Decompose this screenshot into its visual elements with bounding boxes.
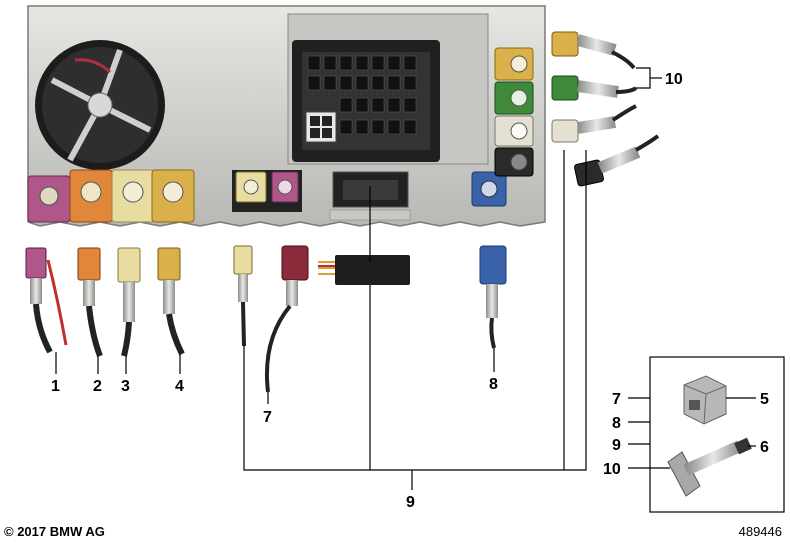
copyright-notice: © 2017 BMW AG xyxy=(4,524,105,539)
callout-8: 8 xyxy=(489,376,498,393)
callout-8-inset: 8 xyxy=(612,415,621,432)
callout-5: 5 xyxy=(760,391,769,408)
callout-10: 10 xyxy=(665,71,683,88)
illustration-number: 489446 xyxy=(738,524,782,539)
callout-3: 3 xyxy=(121,378,130,395)
callout-2: 2 xyxy=(93,378,102,395)
plug-2 xyxy=(77,247,103,358)
plug-10-white xyxy=(551,104,637,143)
plug-1 xyxy=(25,247,68,354)
plug-10-green xyxy=(551,75,638,101)
main-connector-block xyxy=(287,13,489,165)
leader-lines xyxy=(55,67,756,490)
head-unit xyxy=(27,5,546,227)
callout-9-inset: 9 xyxy=(612,437,621,454)
inset-box xyxy=(649,356,785,513)
callout-4: 4 xyxy=(175,378,184,395)
cooling-fan xyxy=(35,40,165,170)
plug-3 xyxy=(117,247,141,357)
part-5-cap xyxy=(683,375,727,425)
right-fakra-sockets xyxy=(494,47,534,177)
part-6-plug xyxy=(667,437,752,497)
callout-7: 7 xyxy=(263,409,272,426)
callout-1: 1 xyxy=(51,378,60,395)
callout-6: 6 xyxy=(760,439,769,456)
plug-8 xyxy=(479,245,507,349)
callout-7-inset: 7 xyxy=(612,391,621,408)
callout-9: 9 xyxy=(406,494,415,511)
bottom-fakra-sockets xyxy=(27,169,507,223)
callout-10-inset: 10 xyxy=(603,461,621,478)
plug-10-curry xyxy=(551,31,636,70)
plug-4 xyxy=(157,247,185,356)
plug-10-black xyxy=(574,134,660,187)
plug-9-wiring xyxy=(318,255,410,285)
plug-7 xyxy=(264,245,309,393)
callout-labels: 1 2 3 4 7 8 9 10 5 6 7 8 9 10 xyxy=(51,71,769,511)
plug-9a xyxy=(233,245,253,347)
